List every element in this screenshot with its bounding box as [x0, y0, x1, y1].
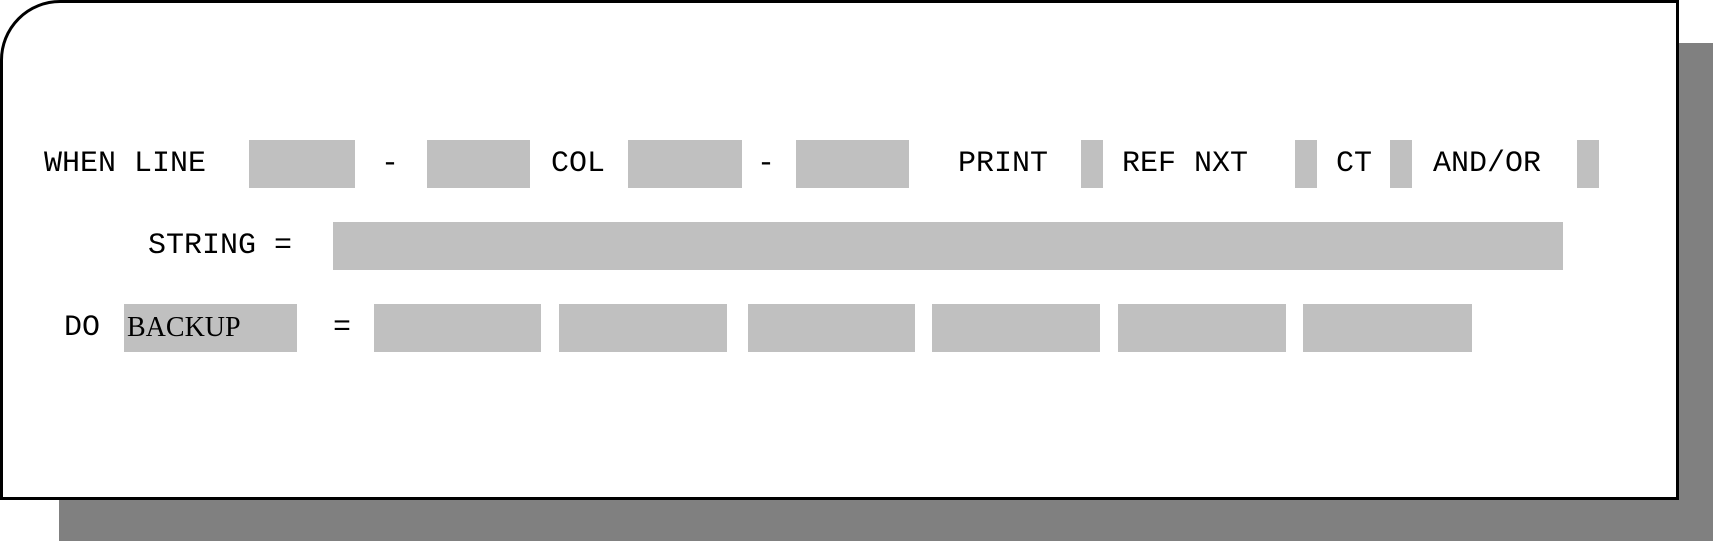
do-param-field-3[interactable] [748, 304, 915, 352]
line-from-field[interactable] [249, 140, 355, 188]
ct-label: CT [1336, 147, 1373, 181]
col-label: COL [551, 147, 606, 181]
ref-nxt-label: REF NXT [1122, 147, 1249, 181]
and-or-label: AND/OR [1433, 147, 1542, 181]
string-label: STRING = [148, 229, 293, 263]
ref-nxt-field[interactable] [1295, 140, 1317, 188]
do-label: DO [64, 311, 101, 345]
col-from-field[interactable] [628, 140, 742, 188]
ct-field[interactable] [1390, 140, 1412, 188]
and-or-field[interactable] [1577, 140, 1599, 188]
print-label: PRINT [958, 147, 1049, 181]
do-equals-label: = [333, 311, 352, 345]
do-action-field[interactable]: BACKUP [124, 304, 297, 352]
print-field[interactable] [1081, 140, 1103, 188]
col-dash: - [757, 147, 776, 181]
string-field[interactable] [333, 222, 1563, 270]
condition-panel: WHEN LINE - COL - PRINT REF NXT CT AND/O… [0, 0, 1679, 500]
do-param-field-5[interactable] [1118, 304, 1286, 352]
line-to-field[interactable] [427, 140, 530, 188]
do-param-field-4[interactable] [932, 304, 1100, 352]
do-param-field-1[interactable] [374, 304, 541, 352]
do-param-field-2[interactable] [559, 304, 727, 352]
line-dash: - [381, 147, 400, 181]
do-param-field-6[interactable] [1303, 304, 1472, 352]
col-to-field[interactable] [796, 140, 909, 188]
when-line-label: WHEN LINE [44, 147, 207, 181]
